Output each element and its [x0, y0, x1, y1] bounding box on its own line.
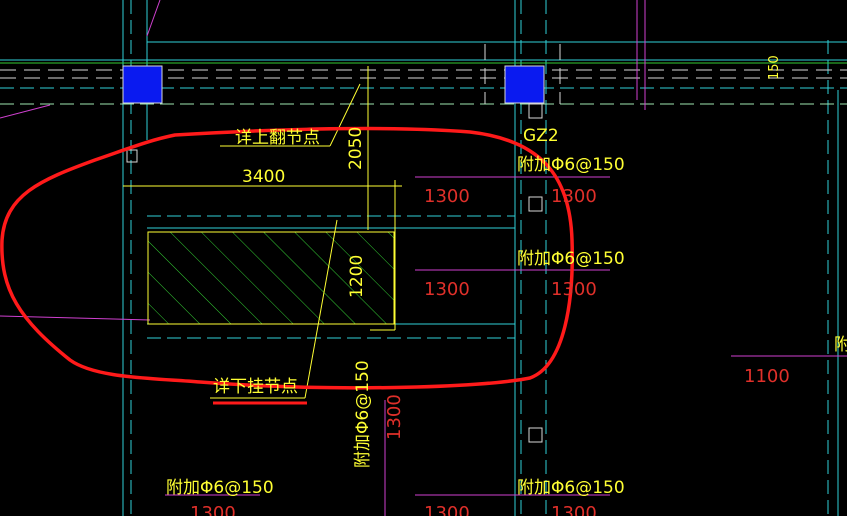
- rebar-note-2: 附加Φ6@150: [517, 249, 625, 269]
- dimension-2050: 2050: [346, 127, 366, 170]
- red-dimension-1100: 1100: [744, 366, 790, 387]
- dimension-lines: [123, 66, 402, 399]
- column-tag-gz2: GZ2: [523, 126, 559, 146]
- hatched-slab-icon[interactable]: [147, 231, 395, 325]
- column-square-icon[interactable]: [122, 65, 163, 104]
- rebar-note-1: 附加Φ6@150: [517, 155, 625, 175]
- revision-cloud-icon[interactable]: [0, 126, 575, 390]
- small-column-markers: [126, 103, 543, 443]
- red-dimension-1300-bottom: 1300: [424, 503, 470, 516]
- edge-rebar-char: 附: [834, 335, 847, 355]
- red-dimension-1300: 1300: [551, 186, 597, 207]
- red-dimension-1300-vertical: 1300: [384, 394, 405, 440]
- rebar-note-3: 附加Φ6@150: [166, 478, 274, 498]
- red-dimension-1300-bottom: 1300: [190, 503, 236, 516]
- red-dimension-1300-bottom: 1300: [551, 503, 597, 516]
- dimension-1200: 1200: [347, 255, 367, 298]
- red-dimension-1300: 1300: [551, 279, 597, 300]
- column-square-icon[interactable]: [504, 65, 545, 104]
- rebar-note-4: 附加Φ6@150: [517, 478, 625, 498]
- dimension-150: 150: [767, 55, 782, 80]
- red-dimension-1300: 1300: [424, 279, 470, 300]
- red-dimension-1300: 1300: [424, 186, 470, 207]
- detail-lower-label: 详下挂节点: [213, 377, 298, 397]
- rebar-note-vertical: 附加Φ6@150: [353, 360, 373, 468]
- detail-upper-label: 详上翻节点: [235, 128, 320, 148]
- beam-lines: [0, 44, 847, 104]
- dimension-3400: 3400: [242, 167, 285, 187]
